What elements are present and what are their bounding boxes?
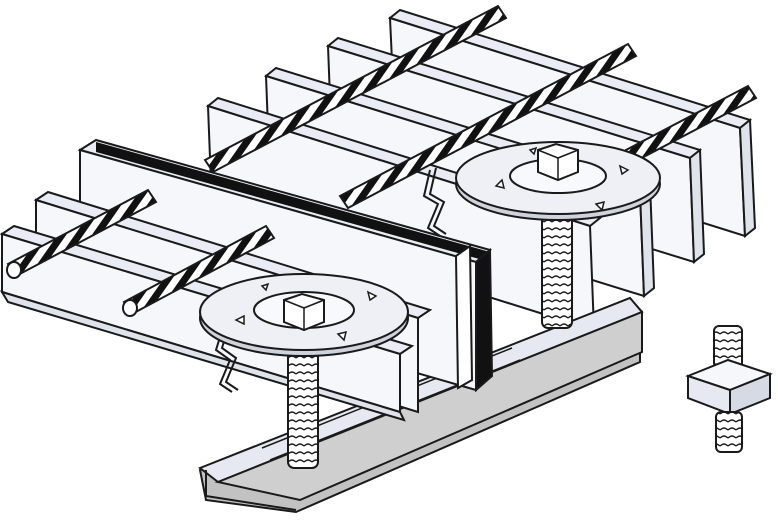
- clip-rear: [422, 167, 447, 237]
- spare-fastener: [685, 325, 773, 453]
- washer-rear: [455, 141, 661, 221]
- twisted-rod-front-mid: [122, 224, 276, 317]
- washer-front: [199, 273, 409, 357]
- bolt-front: [287, 349, 319, 469]
- twisted-rod-front-left: [6, 188, 158, 279]
- twisted-rod-back: [203, 4, 508, 174]
- twisted-rod-middle: [338, 42, 638, 210]
